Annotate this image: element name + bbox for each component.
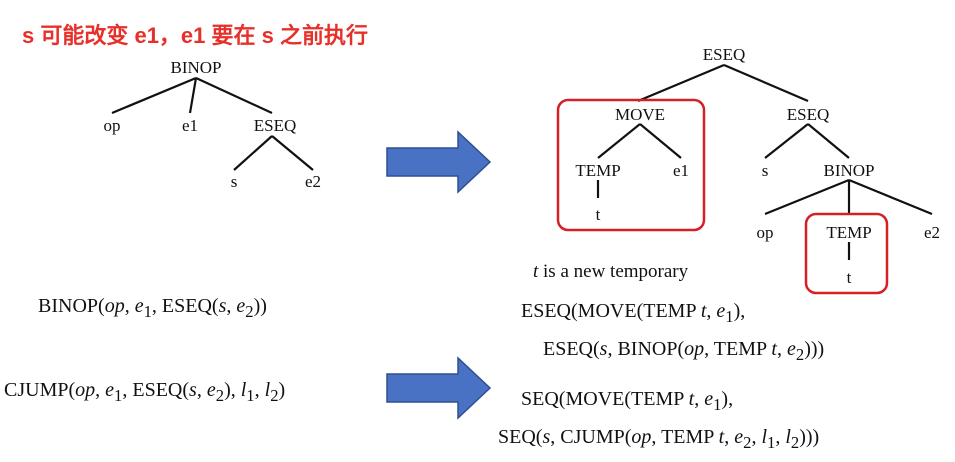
left-tree-edges bbox=[111, 76, 314, 171]
left-tree-e1: e1 bbox=[182, 116, 198, 135]
temporary-note: t is a new temporary bbox=[533, 261, 689, 282]
formula-binop-original: BINOP(op, e1, ESEQ(s, e2)) bbox=[38, 295, 267, 321]
transform-arrow-top bbox=[386, 130, 492, 194]
left-tree-e2: e2 bbox=[305, 172, 321, 191]
right-tree-t2: t bbox=[847, 268, 852, 287]
right-tree-binop: BINOP bbox=[823, 161, 874, 180]
formula-seq-rewritten-line2: SEQ(s, CJUMP(op, TEMP t, e2, l1, l2))) bbox=[498, 426, 820, 452]
highlight-box-temp bbox=[804, 212, 889, 295]
right-tree-eseq-root: ESEQ bbox=[703, 45, 746, 64]
page-title: s 可能改变 e1，e1 要在 s 之前执行 bbox=[22, 23, 368, 48]
right-tree-s: s bbox=[762, 161, 769, 180]
right-tree-temp1: TEMP bbox=[575, 161, 620, 180]
right-tree-e2: e2 bbox=[924, 223, 940, 242]
highlight-box-move bbox=[556, 98, 706, 232]
left-tree-op: op bbox=[104, 116, 121, 135]
transform-arrow-bottom bbox=[386, 356, 492, 420]
left-tree-binop: BINOP bbox=[170, 58, 221, 77]
formula-eseq-rewritten-line2: ESEQ(s, BINOP(op, TEMP t, e2))) bbox=[543, 338, 825, 364]
left-tree-eseq: ESEQ bbox=[254, 116, 297, 135]
right-tree-t1: t bbox=[596, 205, 601, 224]
right-tree-temp2: TEMP bbox=[826, 223, 871, 242]
formula-cjump-original: CJUMP(op, e1, ESEQ(s, e2), l1, l2) bbox=[4, 379, 286, 405]
right-tree-edges bbox=[596, 63, 933, 260]
formula-seq-rewritten-line1: SEQ(MOVE(TEMP t, e1), bbox=[521, 388, 734, 414]
formula-eseq-rewritten-line1: ESEQ(MOVE(TEMP t, e1), bbox=[521, 300, 746, 326]
right-tree-move: MOVE bbox=[615, 105, 665, 124]
left-tree-s: s bbox=[231, 172, 238, 191]
right-tree-eseq2: ESEQ bbox=[787, 105, 830, 124]
right-tree-op: op bbox=[757, 223, 774, 242]
right-tree-e1: e1 bbox=[673, 161, 689, 180]
